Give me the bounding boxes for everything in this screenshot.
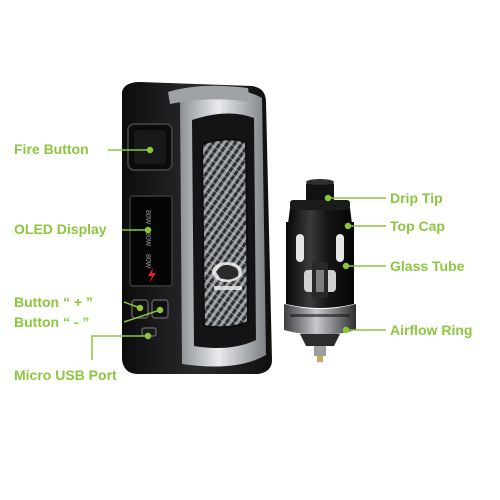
- oled-display: [129, 195, 173, 287]
- screen-value-2: 80W: [144, 232, 151, 247]
- fire-button-label: Fire Button: [14, 141, 89, 157]
- lion-emblem-icon: [212, 262, 242, 290]
- top-cap-label: Top Cap: [390, 218, 445, 234]
- button-plus-label: Button “ + ”: [14, 294, 93, 310]
- lightning-icon: [148, 268, 156, 283]
- leader-lines: [91, 146, 386, 360]
- tank-atomizer: [284, 179, 356, 362]
- glass-tube-label: Glass Tube: [390, 258, 465, 274]
- drip-tip-label: Drip Tip: [390, 190, 443, 206]
- screen-value-3: 80W: [144, 254, 151, 269]
- button-minus-label: Button “ - ”: [14, 314, 90, 330]
- micro-usb-port-label: Micro USB Port: [14, 367, 117, 383]
- oled-display-label: OLED Display: [14, 221, 107, 237]
- airflow-ring: [284, 304, 356, 335]
- box-mod: 80W 80W 80W: [122, 82, 272, 374]
- screen-value-1: 80W: [144, 210, 151, 225]
- carbon-fiber-panel: [200, 138, 250, 329]
- airflow-ring-label: Airflow Ring: [390, 322, 473, 338]
